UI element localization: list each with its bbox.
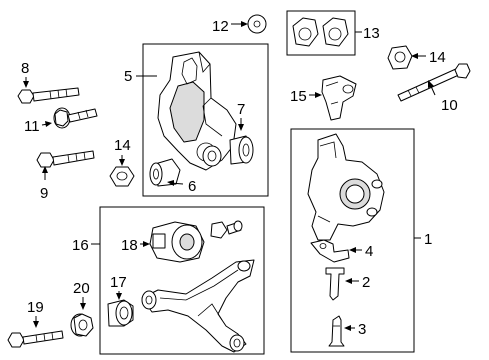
bolt-part-19: [7, 330, 64, 348]
plate-part-4: [310, 239, 350, 263]
bushing-part-17: [107, 299, 134, 327]
svg-text:16: 16: [72, 237, 89, 254]
bushing-part-18: [149, 221, 205, 263]
svg-text:15: 15: [290, 88, 307, 105]
callout-1: 1: [414, 231, 432, 248]
callout-6: 6: [167, 178, 196, 195]
callout-7: 7: [237, 101, 245, 131]
callout-5: 5: [124, 68, 157, 85]
callout-15: 15: [290, 88, 322, 105]
callout-18: 18: [121, 237, 150, 254]
svg-text:5: 5: [124, 68, 132, 85]
stud-part-2: [325, 267, 345, 301]
bracket-part-5: [157, 51, 237, 171]
group-box-steering-knuckle: [290, 128, 415, 353]
bolt-part-8: [17, 87, 80, 104]
svg-text:9: 9: [40, 185, 48, 202]
callout-12: 12: [212, 18, 248, 35]
bolt-part-18-small: [210, 220, 243, 239]
nut-part-14-left: [109, 166, 135, 187]
callout-9: 9: [40, 166, 48, 202]
callout-17: 17: [110, 274, 127, 300]
svg-text:3: 3: [358, 321, 366, 338]
bolt-part-11: [53, 107, 98, 129]
callout-8: 8: [21, 60, 29, 88]
bushing-part-7: [229, 135, 254, 165]
callout-2: 2: [345, 274, 370, 291]
svg-text:18: 18: [121, 237, 138, 254]
nut-part-14-right: [387, 45, 413, 70]
callout-11: 11: [24, 118, 52, 135]
lower-control-arm: [141, 259, 255, 353]
nut-set-part-13: [286, 10, 356, 56]
svg-text:7: 7: [237, 101, 245, 118]
callout-3: 3: [344, 321, 366, 338]
svg-text:19: 19: [27, 299, 44, 316]
callout-14-right: 14: [411, 49, 446, 66]
svg-text:8: 8: [21, 60, 29, 77]
callout-14-left: 14: [114, 137, 131, 166]
svg-text:11: 11: [24, 118, 40, 135]
washer-part-12: [247, 14, 267, 34]
bolt-part-9: [36, 150, 95, 168]
callout-13: 13: [355, 25, 380, 42]
svg-text:12: 12: [212, 18, 229, 35]
svg-text:14: 14: [114, 137, 131, 154]
bolt-part-10: [397, 63, 471, 102]
svg-text:10: 10: [441, 97, 458, 114]
svg-text:17: 17: [110, 274, 127, 291]
svg-text:6: 6: [188, 178, 196, 195]
bracket-part-15: [321, 75, 357, 121]
steering-knuckle-part-1: [307, 133, 385, 241]
callout-19: 19: [27, 299, 44, 328]
stud-part-3: [328, 315, 345, 347]
group-box-lower-control-arm: [99, 206, 265, 355]
svg-text:2: 2: [362, 274, 370, 291]
svg-text:13: 13: [363, 25, 380, 42]
bushing-part-6: [149, 158, 181, 187]
svg-text:4: 4: [365, 243, 373, 260]
callout-16: 16: [72, 237, 100, 254]
svg-text:20: 20: [73, 280, 90, 297]
group-box-knuckle-bracket: [142, 43, 269, 197]
svg-text:1: 1: [424, 231, 432, 248]
callout-20: 20: [73, 280, 90, 310]
svg-text:14: 14: [429, 49, 446, 66]
callout-10: 10: [428, 80, 458, 114]
nut-part-20: [70, 313, 94, 337]
callout-4: 4: [349, 243, 373, 260]
